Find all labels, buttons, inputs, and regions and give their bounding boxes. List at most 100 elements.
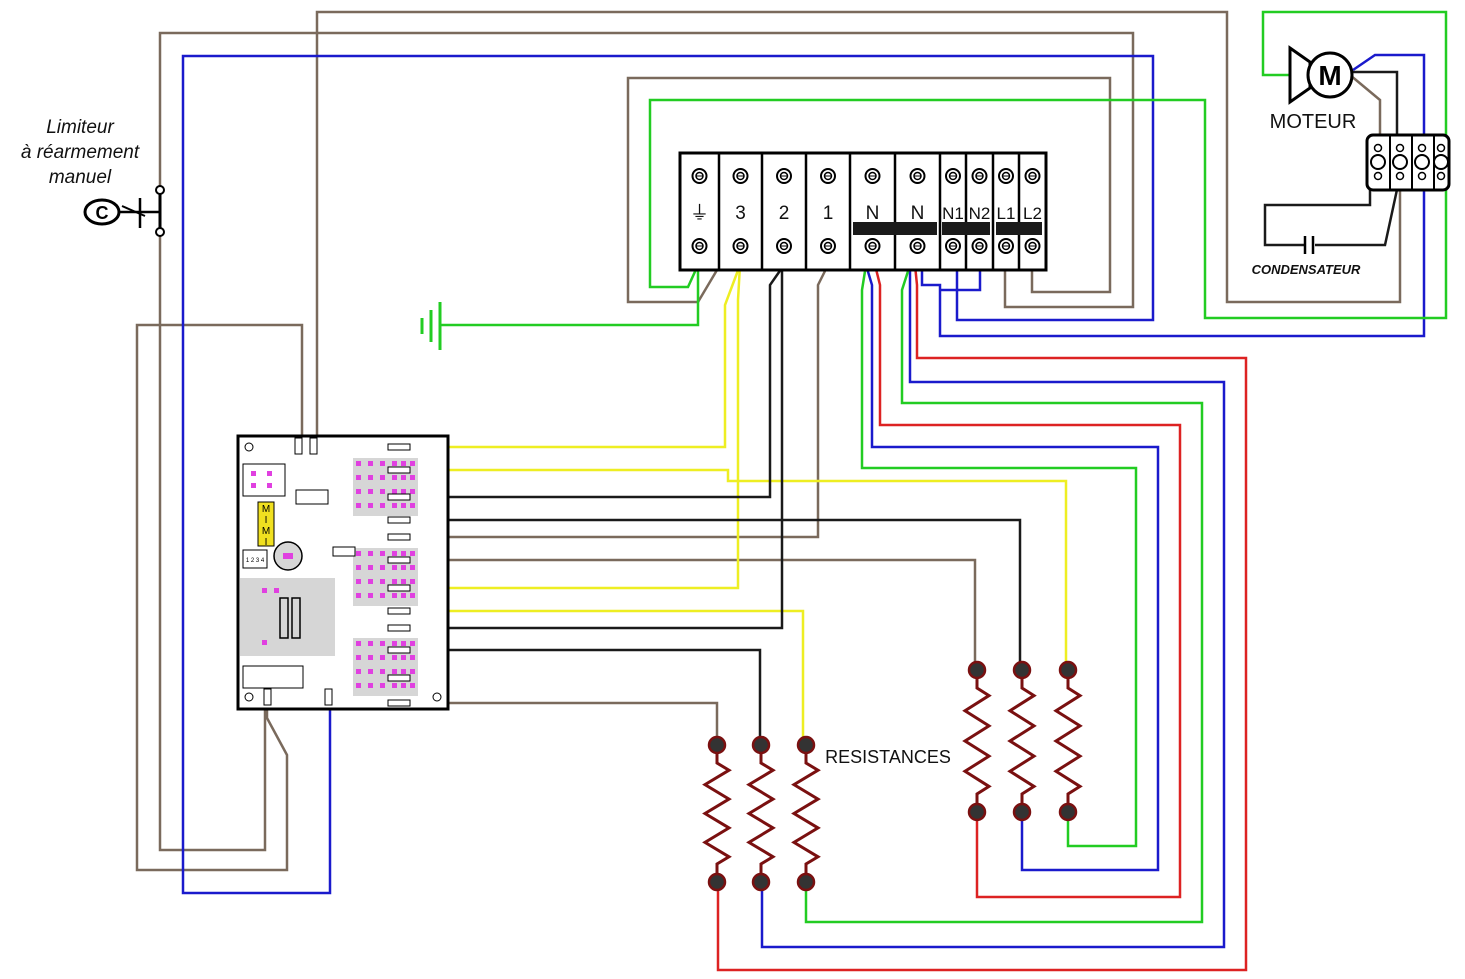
- resistor-terminal-icon: [967, 660, 987, 680]
- terminal-label: 2: [779, 203, 790, 224]
- board-pad: [368, 475, 373, 480]
- board-transformer-core-right: [291, 597, 301, 639]
- board-pad: [401, 475, 406, 480]
- board-pad: [368, 565, 373, 570]
- terminal-screw-icon: [691, 238, 708, 254]
- board-pad: [380, 551, 385, 556]
- board-ic: [295, 489, 329, 505]
- board-pad: [401, 683, 406, 688]
- resistor-4: [962, 660, 992, 822]
- resistor-2: [746, 735, 776, 892]
- board-pad: [356, 551, 361, 556]
- terminal-screw-icon: [998, 238, 1014, 254]
- terminal-screw-icon: [776, 168, 792, 184]
- board-pad: [410, 461, 415, 466]
- board-output-connector: [387, 443, 411, 451]
- board-pad: [380, 655, 385, 660]
- terminal-screw-icon: [1024, 238, 1041, 254]
- motor-assembly: M MOTEUR CONDENSATEUR: [1252, 45, 1451, 277]
- wire-blue-board-top: [181, 54, 1155, 895]
- wire-brown-limiter-bottom: [158, 232, 267, 852]
- board-pad: [251, 471, 256, 476]
- board-output-connector: [387, 624, 411, 632]
- board-output-connector: [387, 466, 411, 474]
- board-pad: [380, 669, 385, 674]
- board-mim-letter: I: [265, 537, 268, 548]
- board-output-connector: [387, 533, 411, 541]
- board-pad: [380, 475, 385, 480]
- terminal-screw-icon: [820, 238, 836, 254]
- neutral-bridge-bar: [853, 222, 937, 235]
- terminal-label: L1: [997, 204, 1016, 223]
- board-pad: [356, 475, 361, 480]
- board-pad: [356, 683, 361, 688]
- heating-resistors: [702, 660, 1083, 892]
- board-pad: [380, 461, 385, 466]
- board-mounting-hole-icon: [244, 442, 254, 452]
- board-pad: [368, 683, 373, 688]
- terminal-label: N2: [969, 204, 991, 223]
- terminal-label: 3: [735, 203, 746, 224]
- board-pad: [368, 489, 373, 494]
- connector-terminal-icon: [1414, 154, 1430, 170]
- board-output-connector: [387, 674, 411, 682]
- resistor-terminal-icon: [707, 872, 727, 892]
- board-pad: [410, 655, 415, 660]
- board-pad: [267, 483, 272, 488]
- resistor-terminal-icon: [1012, 660, 1032, 680]
- board-pad: [356, 489, 361, 494]
- board-pad: [380, 593, 385, 598]
- board-pad: [368, 641, 373, 646]
- board-pad: [410, 489, 415, 494]
- terminal-7: N1: [938, 153, 964, 270]
- board-pad: [267, 471, 272, 476]
- board-pad: [410, 565, 415, 570]
- wire-blue-resistor-r1: [864, 264, 1160, 872]
- board-pad: [392, 461, 397, 466]
- terminal-label: N: [866, 203, 880, 224]
- resistances-label: RESISTANCES: [825, 747, 951, 767]
- resistor-terminal-icon: [751, 872, 771, 892]
- terminal-screw-icon: [732, 238, 749, 254]
- board-pad: [410, 551, 415, 556]
- board-pad: [392, 655, 397, 660]
- n1-n2-bridge-bar: [942, 222, 990, 235]
- board-pad: [368, 655, 373, 660]
- board-mounting-hole-icon: [432, 692, 442, 702]
- wire-green-earth: [440, 265, 700, 327]
- board-pad: [410, 475, 415, 480]
- terminal-screw-icon: [1024, 168, 1041, 184]
- terminal-6: N: [893, 153, 926, 270]
- resistor-terminal-icon: [1058, 802, 1078, 822]
- board-pad: [392, 669, 397, 674]
- connector-screw-icon: [1436, 143, 1446, 153]
- board-pad: [368, 593, 373, 598]
- wire-black-motor-1: [1350, 70, 1399, 140]
- terminal-screw-icon: [998, 168, 1014, 184]
- wire-brown-resistor-left: [445, 701, 719, 745]
- board-pad: [401, 565, 406, 570]
- limiter-label-line-2: à réarmement: [21, 142, 140, 163]
- board-pad: [251, 483, 256, 488]
- board-output-connector: [387, 584, 411, 592]
- board-pad: [380, 565, 385, 570]
- board-pad: [380, 489, 385, 494]
- connector-screw-icon: [1373, 143, 1383, 153]
- capacitor-label: CONDENSATEUR: [1252, 262, 1361, 277]
- board-component-box-bottom: [242, 665, 304, 689]
- board-output-connector: [387, 646, 411, 654]
- board-pad: [401, 593, 406, 598]
- manual-reset-limiter: Limiteur à réarmement manuel C: [21, 117, 165, 237]
- earth-ground-symbol: [420, 302, 442, 350]
- board-top-connector: [294, 437, 303, 455]
- board-bottom-connector: [324, 688, 333, 706]
- wire-yellow-resistor-r3: [445, 468, 1068, 668]
- board-pad: [401, 551, 406, 556]
- terminal-screw-icon: [864, 238, 881, 254]
- board-pad: [392, 475, 397, 480]
- terminal-label: 1: [823, 203, 834, 224]
- terminal-label: N: [911, 203, 925, 224]
- board-pad: [380, 683, 385, 688]
